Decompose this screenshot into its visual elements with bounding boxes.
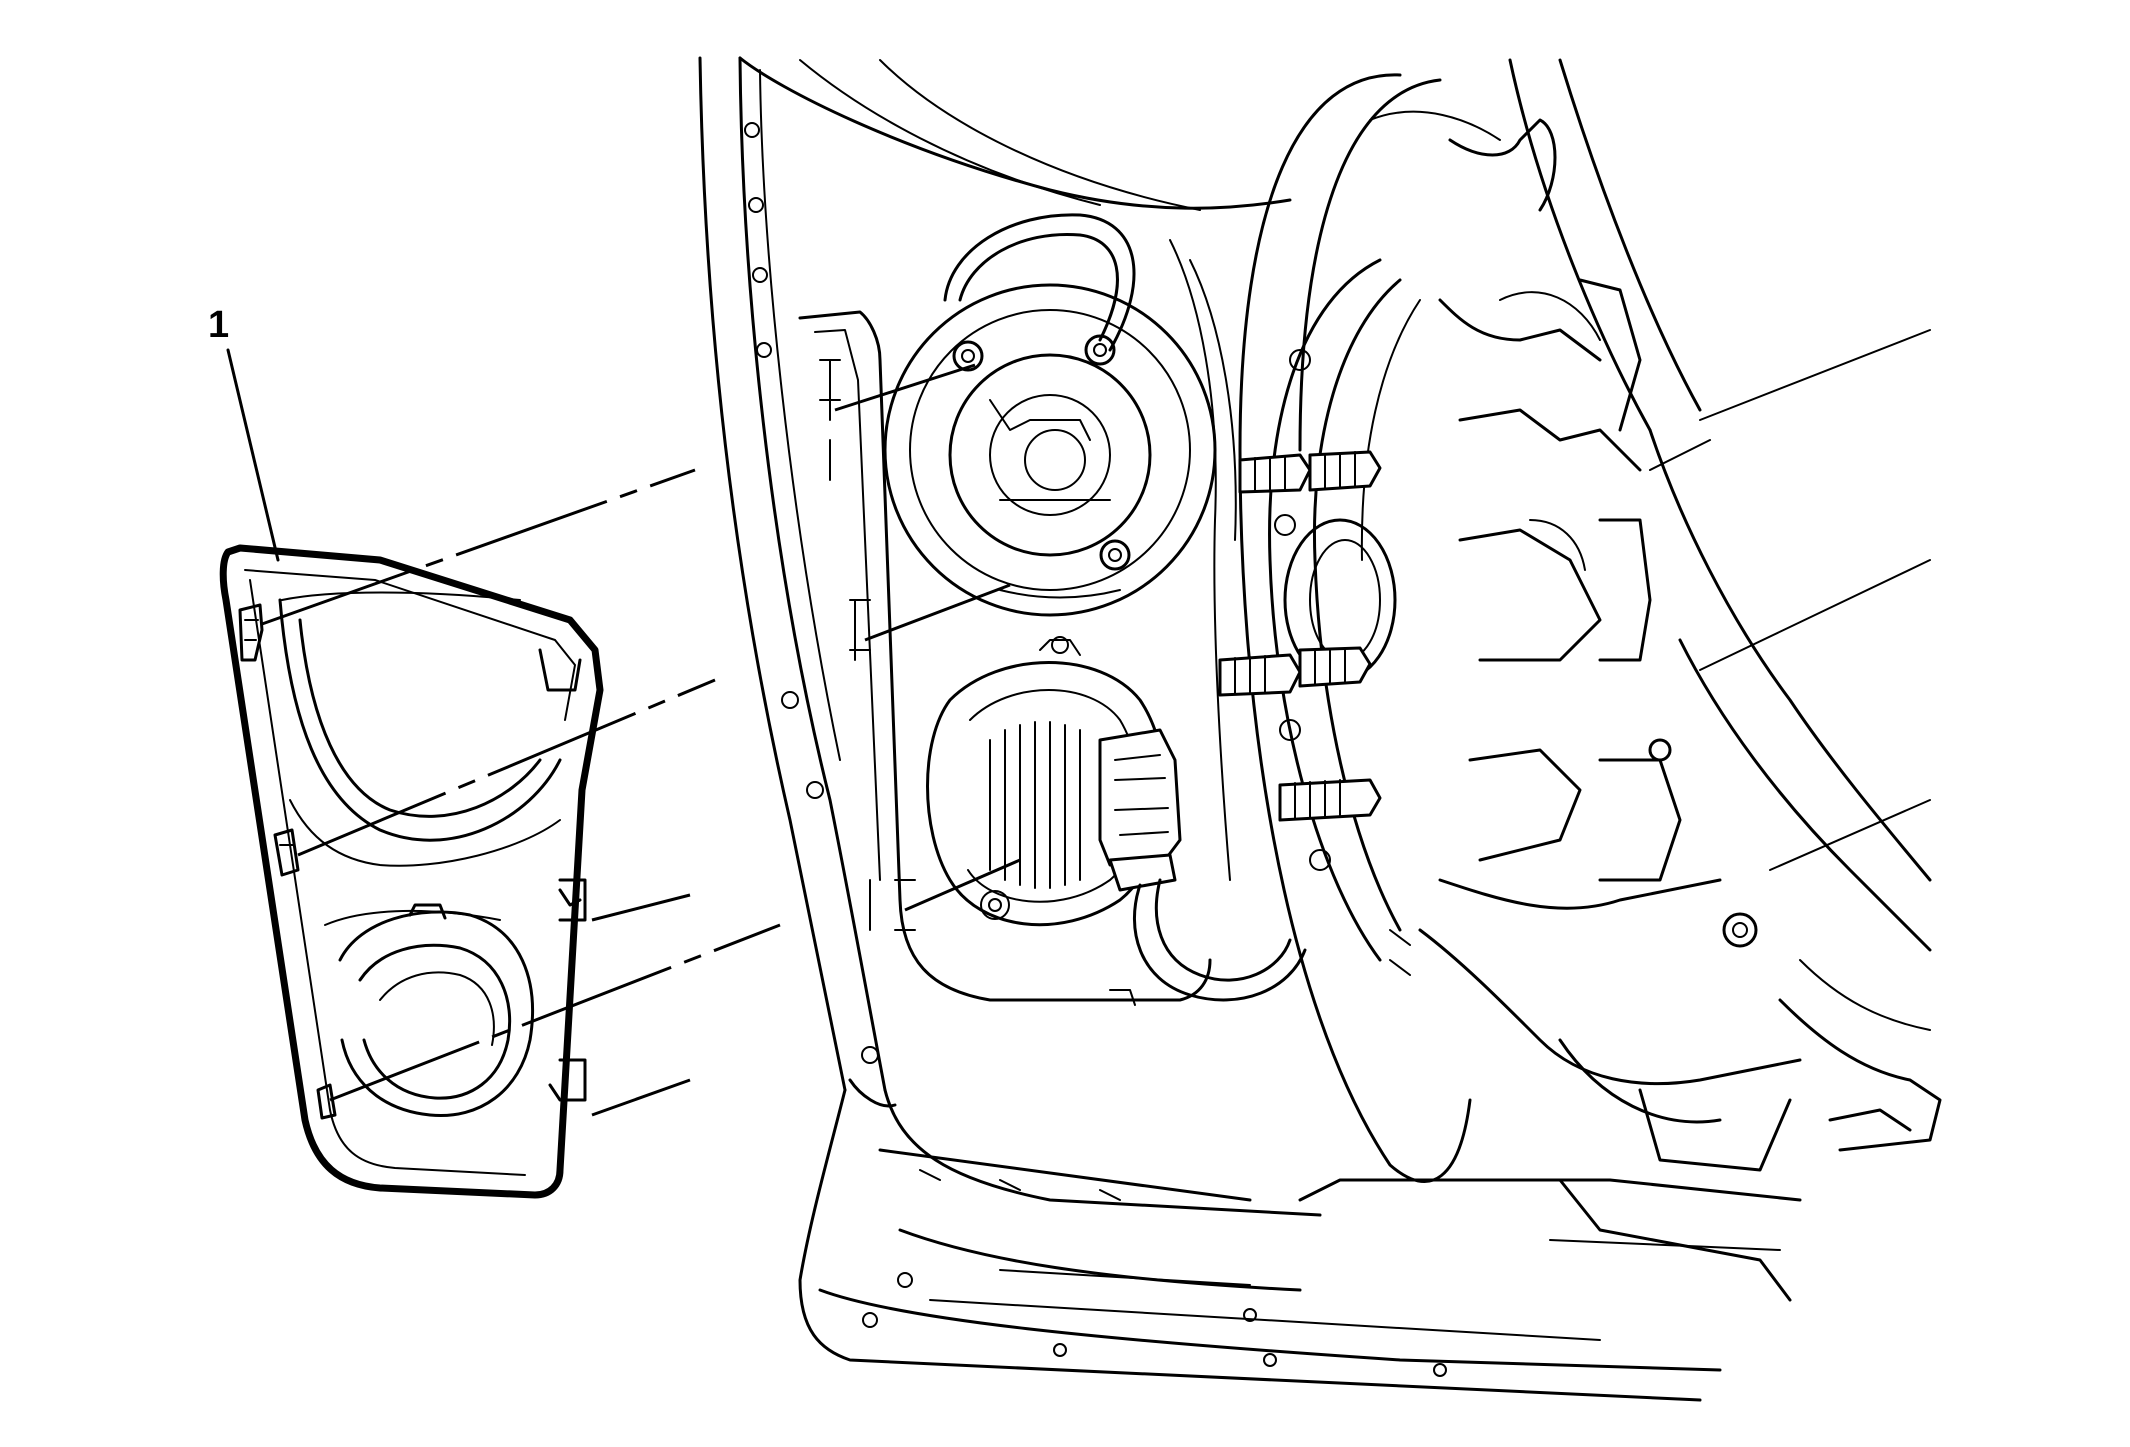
alignment-lines bbox=[261, 363, 1021, 1117]
fender-outline bbox=[1508, 58, 1932, 952]
wheel-hub-and-rotor bbox=[1218, 73, 1942, 1183]
front-bumper-fascia bbox=[698, 56, 1802, 1402]
callout-1-label: 1 bbox=[208, 304, 230, 346]
callout-1-leader-line bbox=[226, 348, 280, 562]
fog-lamp-bezel bbox=[219, 544, 604, 1199]
fog-lamp-mounting-bracket bbox=[798, 213, 1307, 1006]
